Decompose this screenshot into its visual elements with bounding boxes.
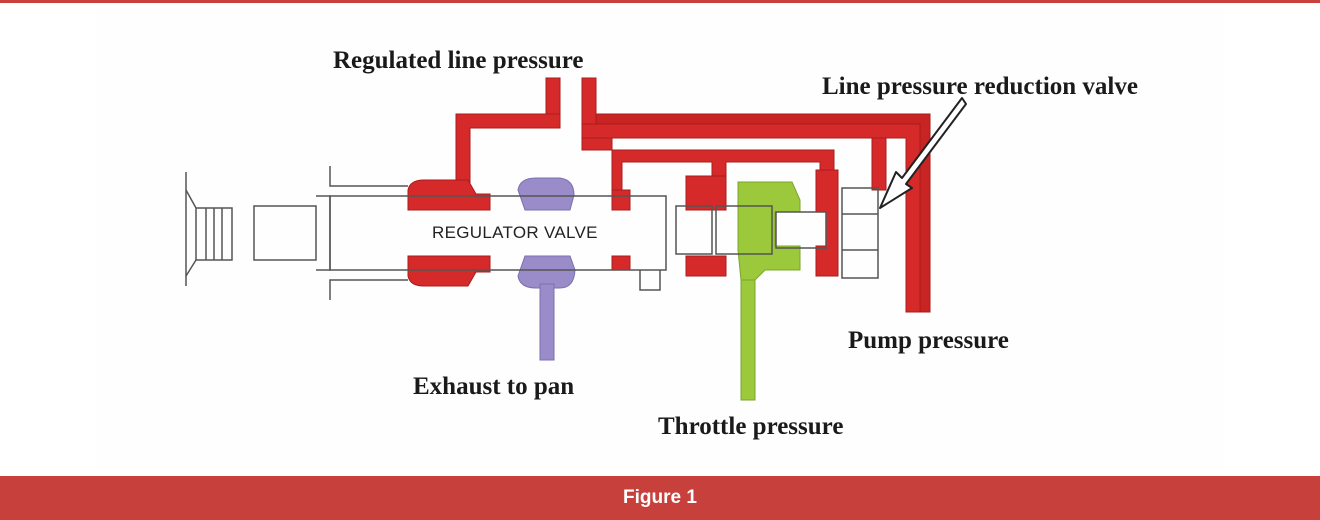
- valve-body: [185, 166, 879, 300]
- throttle-pressure-passage: [737, 181, 801, 401]
- top-rule: [0, 0, 1320, 3]
- caption-bar: Figure 1: [0, 476, 1320, 520]
- label-pump-pressure: Pump pressure: [848, 327, 1009, 354]
- figure-panel: [95, 8, 1225, 470]
- label-exhaust-to-pan: Exhaust to pan: [413, 373, 575, 400]
- label-throttle-pressure: Throttle pressure: [658, 413, 844, 440]
- label-line-pressure-reduction-valve: Line pressure reduction valve: [822, 73, 1138, 100]
- label-regulator-valve: REGULATOR VALVE: [432, 223, 598, 242]
- line-pressure-passage: [407, 77, 931, 313]
- reduction-valve-arrow: [879, 97, 967, 209]
- hydraulic-diagram: [185, 77, 967, 401]
- label-regulated-line-pressure: Regulated line pressure: [333, 47, 584, 74]
- exhaust-passage: [517, 177, 576, 361]
- figure-caption: Figure 1: [623, 487, 697, 508]
